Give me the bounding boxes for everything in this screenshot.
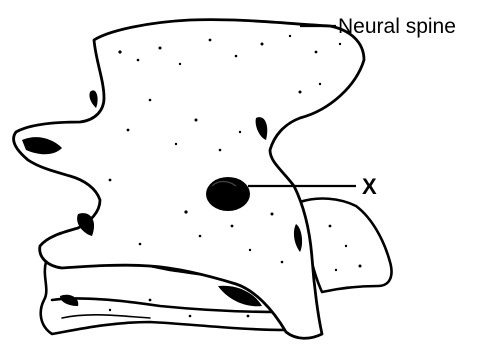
foramen-x: [206, 177, 250, 211]
vertebra-arch: [14, 20, 364, 339]
label-x: X: [362, 174, 377, 199]
label-neural-spine: Neural spine: [338, 15, 456, 38]
